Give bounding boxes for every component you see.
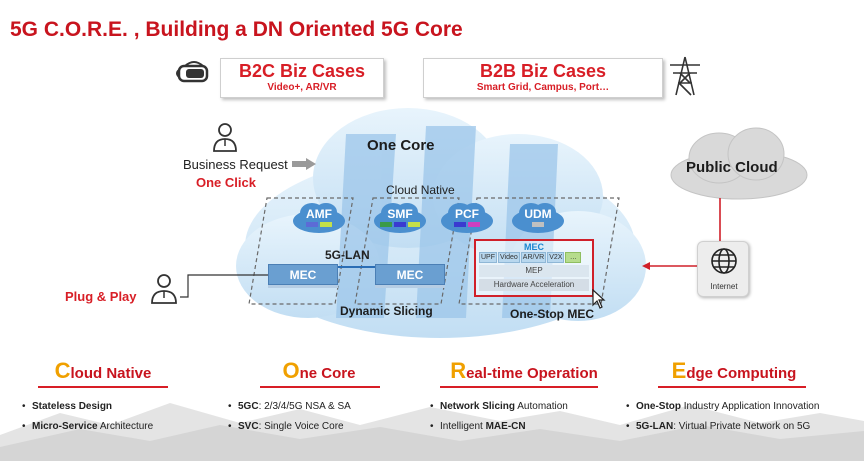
b2b-title: B2B Biz Cases bbox=[479, 61, 607, 81]
feature-heading: Real-time Operation bbox=[420, 358, 628, 384]
udm-cloud-icon bbox=[512, 203, 564, 233]
vr-headset-icon bbox=[176, 61, 209, 83]
plug-play-label: Plug & Play bbox=[65, 289, 137, 304]
feature-bullets: One-Stop Industry Application Innovation… bbox=[624, 397, 860, 437]
cursor-icon bbox=[592, 289, 606, 309]
app-arvr: AR/VR bbox=[520, 252, 547, 263]
b2c-biz-cases-box: B2C Biz Cases Video+, AR/VR bbox=[220, 58, 384, 98]
amf-label: AMF bbox=[306, 207, 332, 221]
person-icon bbox=[213, 123, 237, 152]
feature-underline bbox=[260, 386, 380, 388]
feature-realtime-operation: Real-time Operation Network Slicing Auto… bbox=[428, 358, 628, 437]
globe-icon bbox=[711, 248, 737, 274]
app-video: Video bbox=[498, 252, 520, 263]
pcf-label: PCF bbox=[455, 207, 479, 221]
mec-panel-title: MEC bbox=[524, 242, 544, 252]
bullet-item: 5GC: 2/3/4/5G NSA & SA bbox=[226, 397, 420, 417]
mep-bar: MEP bbox=[479, 265, 589, 277]
feature-heading: Cloud Native bbox=[0, 358, 212, 384]
public-cloud-label: Public Cloud bbox=[686, 159, 778, 176]
power-tower-icon bbox=[670, 56, 700, 96]
person-icon bbox=[151, 274, 177, 304]
public-cloud-icon bbox=[670, 127, 808, 200]
feature-title: dge Computing bbox=[686, 365, 797, 382]
one-stop-mec-label: One-Stop MEC bbox=[510, 307, 594, 321]
bullet-item: Intelligent MAE-CN bbox=[428, 417, 628, 437]
business-request-label: Business Request bbox=[183, 157, 288, 172]
feature-bullets: Network Slicing Automation Intelligent M… bbox=[428, 397, 628, 437]
feature-heading: One Core bbox=[218, 358, 420, 384]
5g-lan-link bbox=[337, 266, 377, 268]
internet-label: Internet bbox=[710, 282, 738, 291]
bullet-item: Stateless Design bbox=[20, 397, 212, 417]
pcf-node: PCF bbox=[438, 207, 496, 227]
dynamic-slicing-label: Dynamic Slicing bbox=[340, 304, 433, 318]
amf-node: AMF bbox=[290, 207, 348, 227]
feature-initial: O bbox=[282, 358, 300, 383]
feature-title: eal-time Operation bbox=[466, 365, 598, 382]
udm-label: UDM bbox=[524, 207, 552, 221]
arrow-right-icon bbox=[292, 158, 316, 170]
b2b-biz-cases-box: B2B Biz Cases Smart Grid, Campus, Port… bbox=[423, 58, 663, 98]
mec-node-2: MEC bbox=[375, 264, 445, 285]
feature-edge-computing: Edge Computing One-Stop Industry Applica… bbox=[624, 358, 860, 437]
cloud-native-label: Cloud Native bbox=[386, 183, 455, 197]
feature-heading: Edge Computing bbox=[608, 358, 860, 384]
amf-cloud-icon bbox=[293, 203, 345, 233]
bullet-item: Micro-Service Architecture bbox=[20, 417, 212, 437]
mec-app-row: UPF Video AR/VR V2X … bbox=[476, 252, 592, 263]
bullet-item: SVC: Single Voice Core bbox=[226, 417, 420, 437]
feature-initial: E bbox=[671, 358, 687, 383]
feature-bullets: 5GC: 2/3/4/5G NSA & SA SVC: Single Voice… bbox=[226, 397, 420, 437]
pcf-cloud-icon bbox=[441, 203, 493, 233]
bullet-item: Network Slicing Automation bbox=[428, 397, 628, 417]
slice-frames bbox=[248, 197, 620, 305]
internet-box: Internet bbox=[697, 241, 749, 297]
smf-node: SMF bbox=[371, 207, 429, 227]
feature-initial: C bbox=[54, 358, 71, 383]
app-upf: UPF bbox=[479, 252, 497, 263]
page-title: 5G C.O.R.E. , Building a DN Oriented 5G … bbox=[10, 18, 463, 41]
b2c-subtitle: Video+, AR/VR bbox=[267, 82, 337, 93]
5g-lan-label: 5G-LAN bbox=[325, 248, 370, 262]
feature-title: loud Native bbox=[70, 365, 152, 382]
mec-node-1: MEC bbox=[268, 264, 338, 285]
feature-initial: R bbox=[450, 358, 467, 383]
app-v2x: V2X bbox=[547, 252, 565, 263]
feature-one-core: One Core 5GC: 2/3/4/5G NSA & SA SVC: Sin… bbox=[220, 358, 420, 437]
feature-title: ne Core bbox=[299, 365, 356, 382]
b2c-title: B2C Biz Cases bbox=[238, 61, 366, 81]
plug-play-connector bbox=[180, 274, 268, 298]
app-more: … bbox=[565, 252, 582, 263]
feature-bullets: Stateless Design Micro-Service Architect… bbox=[20, 397, 212, 437]
feature-underline bbox=[658, 386, 806, 388]
bullet-item: 5G-LAN: Virtual Private Network on 5G bbox=[624, 417, 860, 437]
one-core-label: One Core bbox=[367, 137, 435, 154]
feature-underline bbox=[440, 386, 598, 388]
feature-underline bbox=[38, 386, 168, 388]
hardware-acceleration-bar: Hardware Acceleration bbox=[479, 279, 589, 291]
bullet-item: One-Stop Industry Application Innovation bbox=[624, 397, 860, 417]
smf-cloud-icon bbox=[374, 203, 426, 233]
mec-panel: MEC UPF Video AR/VR V2X … MEP Hardware A… bbox=[474, 239, 594, 297]
b2b-subtitle: Smart Grid, Campus, Port… bbox=[476, 82, 610, 93]
one-click-label: One Click bbox=[196, 175, 256, 190]
smf-label: SMF bbox=[387, 207, 413, 221]
feature-cloud-native: Cloud Native Stateless Design Micro-Serv… bbox=[12, 358, 212, 437]
udm-node: UDM bbox=[509, 207, 567, 227]
